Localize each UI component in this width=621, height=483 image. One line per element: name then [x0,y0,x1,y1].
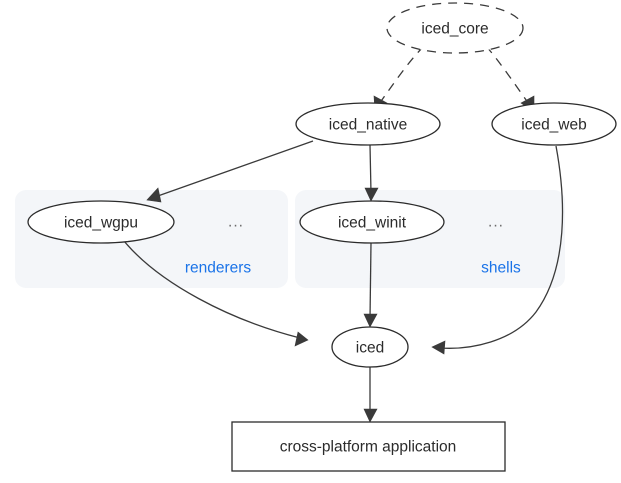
node-application-shape[interactable] [231,421,506,472]
node-iced-core-shape[interactable] [386,2,524,54]
edge-web-to-iced-arrow [431,340,446,355]
edge-wgpu-to-iced-arrow [294,331,309,347]
edge-iced-to-application-arrow [363,408,378,423]
node-iced-native-shape[interactable] [295,102,441,146]
edge-web-to-iced [431,145,564,355]
edge-winit-to-iced-arrow [363,313,378,328]
edge-iced-to-application [363,367,378,423]
node-iced-native[interactable]: iced_native [295,102,441,146]
edge-native-to-winit-path [369,144,372,194]
edge-native-to-wgpu-path [154,140,314,198]
edge-winit-to-iced [363,242,378,328]
edge-web-to-iced-path [439,145,564,349]
node-iced-core[interactable]: iced_core [386,2,524,54]
node-iced-winit-shape[interactable] [299,200,445,244]
node-iced-winit[interactable]: iced_winit [299,200,445,244]
edge-native-to-winit [364,144,379,202]
node-iced-wgpu[interactable]: iced_wgpu [27,200,175,244]
node-iced-wgpu-shape[interactable] [27,200,175,244]
node-iced-shape[interactable] [331,326,409,368]
edge-native-to-wgpu [146,140,314,203]
node-application[interactable]: cross-platform application [231,421,506,472]
node-iced-web[interactable]: iced_web [491,102,617,146]
node-iced[interactable]: iced [331,326,409,368]
edge-winit-to-iced-path [369,242,372,320]
edge-core-to-native [373,45,425,113]
edge-core-to-native-path [378,45,425,105]
edge-wgpu-to-iced-path [123,240,301,339]
edge-core-to-web-path [485,45,530,105]
edge-core-to-web [485,45,535,113]
edge-wgpu-to-iced [123,240,309,347]
node-iced-web-shape[interactable] [491,102,617,146]
edge-native-to-wgpu-arrow [146,187,162,203]
edge-native-to-winit-arrow [364,187,379,202]
